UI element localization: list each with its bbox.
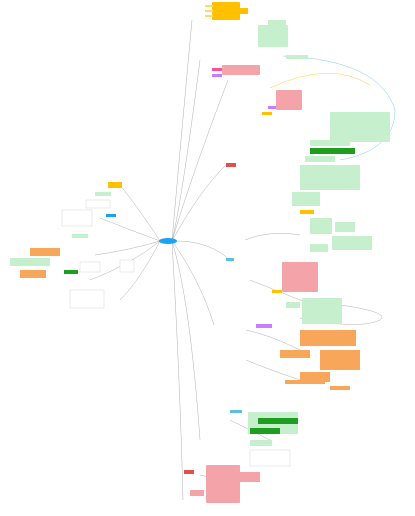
- branch-mid-green[interactable]: [256, 298, 342, 328]
- branch-right-green[interactable]: [292, 112, 390, 214]
- central-topic[interactable]: [159, 238, 177, 244]
- branch-left-cluster[interactable]: [10, 182, 135, 309]
- branch-lower-orange[interactable]: [280, 330, 360, 390]
- connector-lines: [89, 19, 396, 501]
- branch-top-yellow[interactable]: [205, 2, 248, 20]
- branch-mid-pink[interactable]: [272, 262, 318, 293]
- branch-top-green[interactable]: [258, 20, 308, 59]
- branch-upper-pink[interactable]: [212, 65, 260, 77]
- central-node[interactable]: [159, 238, 177, 244]
- branch-center-green[interactable]: [310, 218, 372, 252]
- branch-bottom-pink[interactable]: [184, 465, 260, 503]
- branch-center-pink[interactable]: [226, 163, 236, 261]
- branch-right-pink[interactable]: [262, 90, 302, 115]
- branch-lower-green[interactable]: [230, 410, 298, 467]
